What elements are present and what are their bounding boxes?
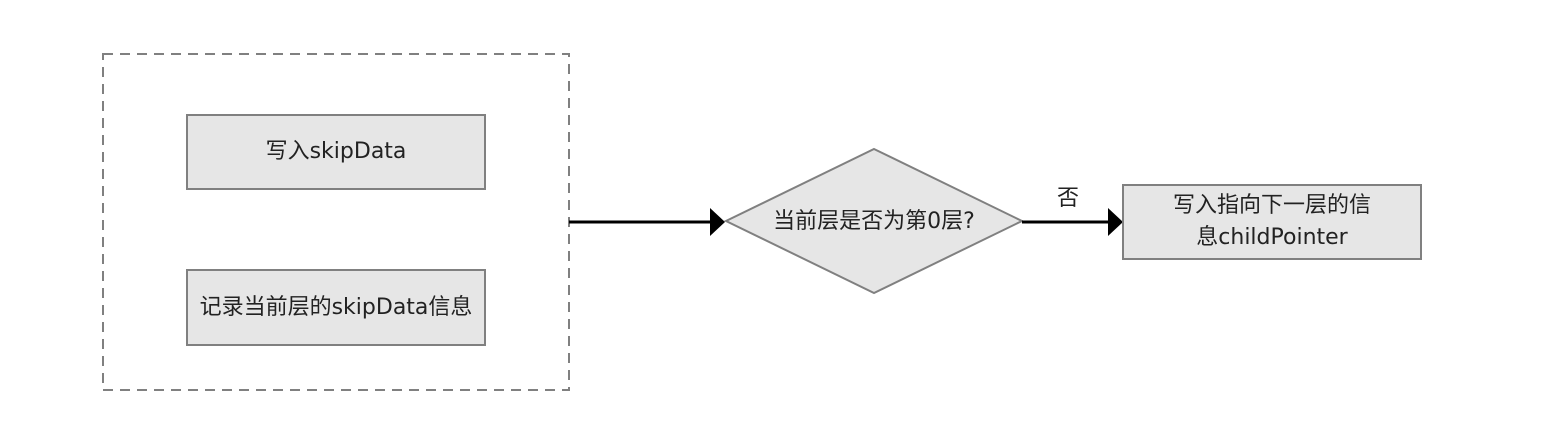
decision-label: 当前层是否为第0层? <box>773 209 975 234</box>
node-record-skipdata: 记录当前层的skipData信息 <box>186 269 486 346</box>
node-record-skipdata-label: 记录当前层的skipData信息 <box>199 294 473 320</box>
node-write-child-pointer: 写入指向下一层的信息childPointer <box>1122 184 1422 260</box>
node-write-skipdata-label: 写入skipData <box>265 139 407 164</box>
arrow-group-to-decision-head <box>710 208 725 236</box>
node-write-skipdata: 写入skipData <box>186 114 486 190</box>
arrow-decision-to-child-head <box>1108 208 1123 236</box>
node-write-child-pointer-label: 写入指向下一层的信息childPointer <box>1172 193 1371 250</box>
decision-diamond <box>723 147 1025 295</box>
edge-label-no: 否 <box>1056 186 1079 211</box>
